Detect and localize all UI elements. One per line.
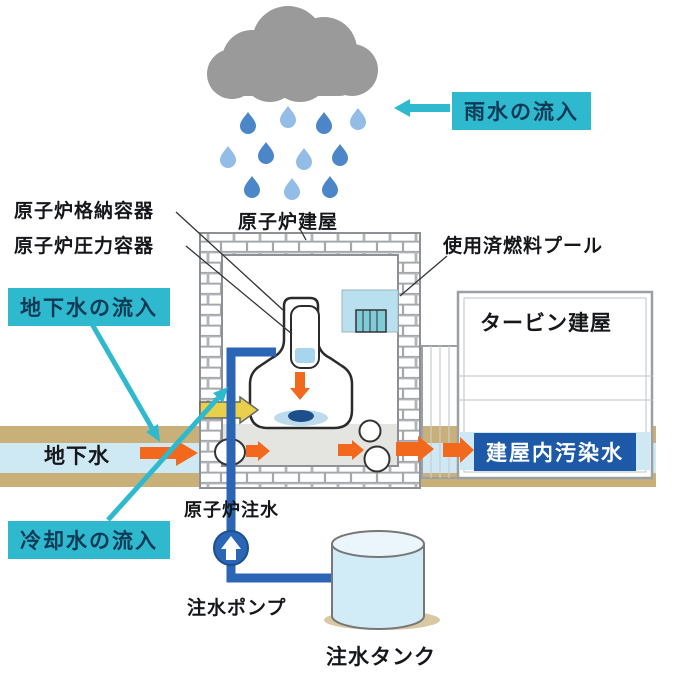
to-turbine-arrow bbox=[443, 437, 474, 463]
pressure-vessel bbox=[290, 305, 320, 369]
water-tank-icon bbox=[331, 530, 425, 630]
annotation-arrows bbox=[89, 99, 450, 522]
flow-arrows bbox=[140, 372, 474, 466]
leader-lines bbox=[175, 211, 448, 335]
reactor-injection-label: 原子炉注水 bbox=[184, 500, 279, 520]
cooling-inflow-arrow bbox=[213, 387, 228, 403]
fuel-debris bbox=[288, 410, 314, 422]
rain-cloud-icon bbox=[207, 6, 378, 102]
recirculation-pumps-icon bbox=[358, 419, 391, 473]
pump-icon bbox=[213, 530, 249, 566]
inflow-arrow-left bbox=[246, 441, 270, 461]
spent-fuel-pool-label: 使用済燃料プール bbox=[443, 236, 604, 257]
rain-inflow-arrow bbox=[394, 99, 450, 117]
cooling-inflow-label: 冷却水の流入 bbox=[8, 521, 170, 559]
injection-pipe bbox=[226, 347, 334, 583]
pressure-vessel-label: 原子炉圧力容器 bbox=[14, 236, 155, 257]
contaminated-water-label: 建屋内汚染水 bbox=[474, 433, 636, 471]
groundwater-inflow-arrow bbox=[146, 424, 160, 442]
spent-fuel-pool bbox=[341, 289, 399, 333]
injection-tank-label: 注水タンク bbox=[326, 646, 436, 669]
groundwater-label: 地下水 bbox=[44, 445, 110, 468]
reactor-building-label: 原子炉建屋 bbox=[238, 212, 339, 233]
groundwater-inflow-label: 地下水の流入 bbox=[8, 288, 170, 326]
vessel-water bbox=[295, 348, 315, 363]
vessel-leak-arrow bbox=[290, 372, 310, 400]
inflow-arrow-right bbox=[338, 440, 364, 460]
fuel-rack-icon bbox=[355, 309, 387, 333]
injection-pump-label: 注水ポンプ bbox=[187, 598, 287, 619]
building-exit-arrow bbox=[396, 436, 434, 462]
turbine-building-label: タービン建屋 bbox=[480, 312, 612, 335]
containment-vessel-label: 原子炉格納容器 bbox=[14, 201, 155, 222]
rain-inflow-label: 雨水の流入 bbox=[452, 92, 591, 130]
raindrops-icon bbox=[220, 106, 366, 200]
